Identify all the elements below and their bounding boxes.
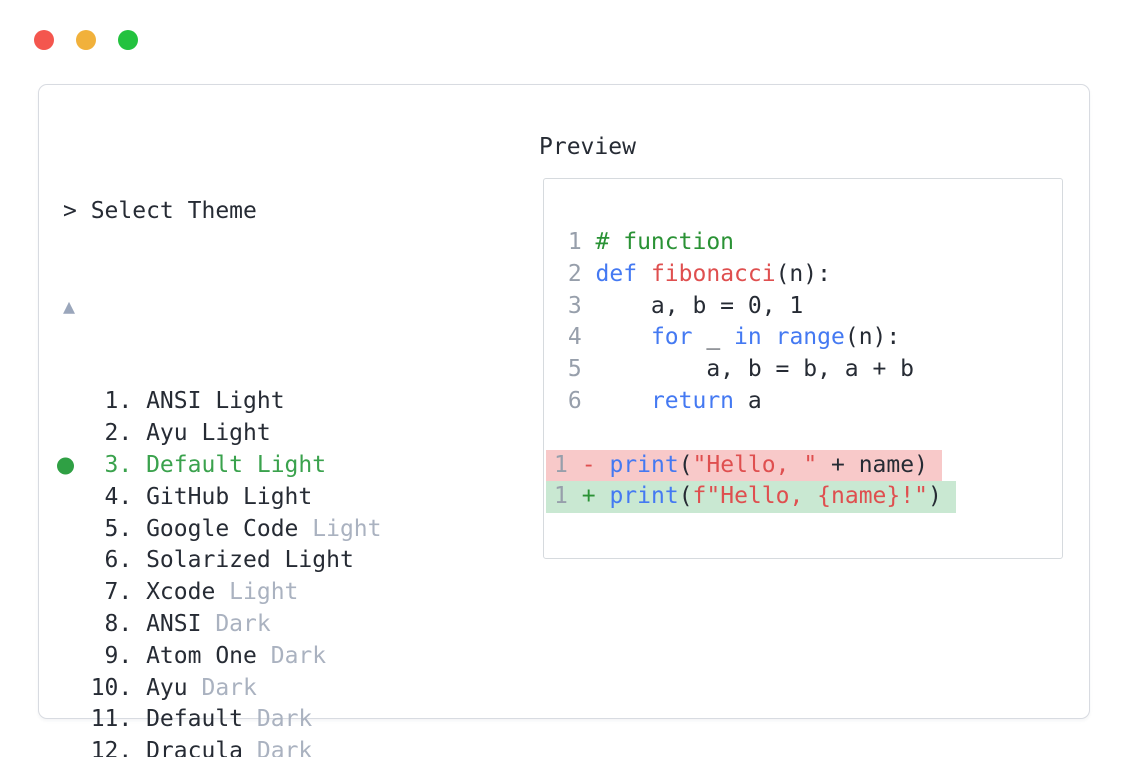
theme-list-item[interactable]: 9. Atom One Dark <box>63 641 880 673</box>
code-token: a, b = b, a + b <box>595 356 915 383</box>
theme-item-label: 6. Solarized Light <box>63 547 354 574</box>
code-token: fibonacci <box>650 260 776 287</box>
code-token: + <box>581 483 596 510</box>
theme-item-variant: Dark <box>215 610 271 637</box>
code-preview: 1 # function 2 def fibonacci(n): 3 a, b … <box>546 227 1062 514</box>
diff-line-added: 1 + print(f"Hello, {name}!") <box>546 481 1062 514</box>
code-token: ( <box>678 451 693 478</box>
code-token: 1 <box>554 229 596 255</box>
theme-item-label: 2. Ayu Light <box>63 420 271 447</box>
theme-item-label: 12. Dracula <box>63 738 257 757</box>
code-token <box>596 324 651 350</box>
close-button[interactable] <box>34 30 54 50</box>
code-line: 1 # function <box>554 227 1062 259</box>
code-blank-line <box>554 418 1062 450</box>
code-token <box>762 324 776 350</box>
code-token: 1 <box>554 483 568 510</box>
code-token: ( <box>678 483 693 510</box>
theme-item-label: 9. Atom One <box>63 642 271 669</box>
theme-item-variant: Light <box>229 579 299 606</box>
selected-bullet-icon <box>57 457 74 475</box>
code-token: - <box>581 451 596 478</box>
code-token: for <box>650 324 693 351</box>
theme-item-label: 10. Ayu <box>63 674 202 701</box>
code-line: 3 a, b = 0, 1 <box>554 291 1062 323</box>
code-token <box>596 388 651 414</box>
code-token: range <box>775 324 845 351</box>
code-token <box>596 452 610 478</box>
theme-list-item[interactable]: 8. ANSI Dark <box>63 609 880 641</box>
code-token: "Hello, " <box>692 451 818 478</box>
code-line: 4 for _ in range(n): <box>554 322 1062 354</box>
theme-picker: > Select Theme ▲ 1. ANSI Light 2. Ayu Li… <box>57 132 880 757</box>
preview-label: Preview <box>539 134 636 160</box>
code-token: in <box>734 324 762 351</box>
theme-item-label: 8. ANSI <box>63 610 216 637</box>
theme-list-item[interactable]: 1. ANSI Light <box>63 386 880 418</box>
code-token: a, b = 0, 1 <box>595 292 804 319</box>
theme-item-variant: Dark <box>270 642 327 669</box>
code-token: 4 <box>554 324 596 351</box>
window-controls <box>34 30 138 50</box>
theme-item-label: 4. GitHub Light <box>63 483 313 510</box>
code-token: return <box>650 387 735 414</box>
code-token: print <box>609 451 679 478</box>
code-token: 3 <box>554 292 596 319</box>
theme-list: 1. ANSI Light 2. Ayu Light 3. Default Li… <box>57 386 880 757</box>
code-token: # function <box>595 229 735 255</box>
theme-list-item[interactable]: 6. Solarized Light <box>63 545 880 577</box>
diff-highlight: 1 - print("Hello, " + name) <box>546 449 942 482</box>
scroll-up-icon[interactable]: ▲ <box>63 293 76 318</box>
theme-item-label: 11. Default <box>63 706 257 733</box>
select-theme-prompt: > Select Theme <box>63 197 257 224</box>
theme-list-item[interactable]: 4. GitHub Light <box>63 482 880 514</box>
code-token: f"Hello, {name}!" <box>692 483 928 510</box>
theme-item-label: 3. Default Light <box>63 451 327 478</box>
code-token: 1 <box>554 451 568 478</box>
code-token: def <box>595 260 638 287</box>
theme-item-variant: Light <box>312 515 382 542</box>
theme-item-variant: Dark <box>201 674 257 701</box>
theme-item-label: 1. ANSI Light <box>63 388 285 415</box>
theme-item-variant: Dark <box>256 738 313 757</box>
code-token <box>637 261 651 287</box>
code-token: + name) <box>817 451 928 478</box>
code-token: (n): <box>775 260 831 287</box>
code-token: a <box>734 387 762 414</box>
theme-selector-panel: > Select Theme ▲ 1. ANSI Light 2. Ayu Li… <box>38 84 1090 757</box>
code-line: 6 return a <box>554 386 1062 418</box>
theme-item-label: 7. Xcode <box>63 579 230 606</box>
theme-list-item[interactable]: 11. Default Dark <box>63 704 880 736</box>
code-token: _ <box>692 324 735 351</box>
minimize-button[interactable] <box>76 30 96 50</box>
theme-item-variant: Dark <box>256 706 313 733</box>
theme-item-label: 5. Google Code <box>63 515 313 542</box>
diff-line-removed: 1 - print("Hello, " + name) <box>546 449 1062 482</box>
preview-box: 1 # function 2 def fibonacci(n): 3 a, b … <box>543 178 1063 559</box>
maximize-button[interactable] <box>118 30 138 50</box>
code-token: 6 <box>554 387 596 414</box>
theme-list-item[interactable]: 7. Xcode Light <box>63 577 880 609</box>
code-line: 5 a, b = b, a + b <box>554 354 1062 386</box>
code-token: ) <box>927 483 942 510</box>
code-token: 2 <box>554 260 596 287</box>
theme-list-item[interactable]: 10. Ayu Dark <box>63 673 880 705</box>
code-token: (n): <box>844 324 901 351</box>
code-token: print <box>609 483 679 510</box>
code-token <box>596 483 610 509</box>
theme-list-item[interactable]: 5. Google Code Light <box>63 514 880 546</box>
code-token <box>568 452 582 478</box>
theme-list-item[interactable]: 12. Dracula Dark <box>63 736 880 757</box>
code-token: 5 <box>554 356 596 383</box>
code-token <box>568 483 582 509</box>
code-line: 2 def fibonacci(n): <box>554 259 1062 291</box>
theme-list-item[interactable]: 3. Default Light <box>57 450 880 482</box>
diff-highlight: 1 + print(f"Hello, {name}!") <box>546 481 956 514</box>
theme-list-item[interactable]: 2. Ayu Light <box>63 418 880 450</box>
